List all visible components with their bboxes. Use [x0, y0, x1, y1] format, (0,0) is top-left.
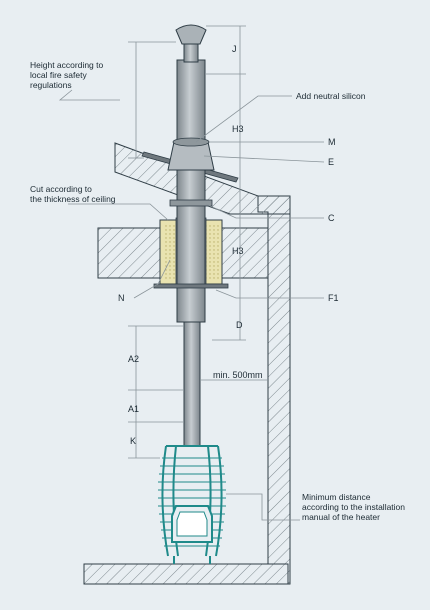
part-h3-upper: H3 — [232, 124, 244, 134]
cut-thickness-note: Cut according to the thickness of ceilin… — [30, 184, 116, 204]
height-regulation-note: Height according to local fire safety re… — [30, 60, 104, 90]
collar-band — [172, 137, 210, 147]
heater — [161, 445, 223, 557]
ceiling-plate — [153, 283, 229, 289]
floor — [83, 563, 289, 585]
support-plate — [169, 199, 213, 207]
cap-neck — [183, 43, 199, 63]
upper-pipe — [176, 59, 206, 323]
part-m: M — [328, 137, 336, 147]
part-e: E — [328, 157, 335, 167]
min-500-label: min. 500mm — [213, 370, 263, 380]
heater-glass — [176, 511, 208, 537]
part-j: J — [232, 44, 237, 54]
part-c: C — [328, 213, 335, 223]
silicon-note: Add neutral silicon — [296, 91, 366, 101]
guide-lines — [58, 25, 325, 521]
rain-cap — [175, 24, 207, 45]
part-h3-lower: H3 — [232, 246, 244, 256]
part-f1: F1 — [328, 293, 339, 303]
part-a2: A2 — [128, 354, 140, 364]
ceiling-right — [221, 227, 269, 279]
min-distance-note: Minimum distance according to the instal… — [302, 492, 406, 522]
part-k: K — [130, 436, 137, 446]
part-d: D — [236, 320, 243, 330]
ceiling-left — [97, 227, 161, 279]
lower-pipe — [183, 321, 201, 447]
part-n: N — [118, 293, 125, 303]
part-a1: A1 — [128, 404, 140, 414]
